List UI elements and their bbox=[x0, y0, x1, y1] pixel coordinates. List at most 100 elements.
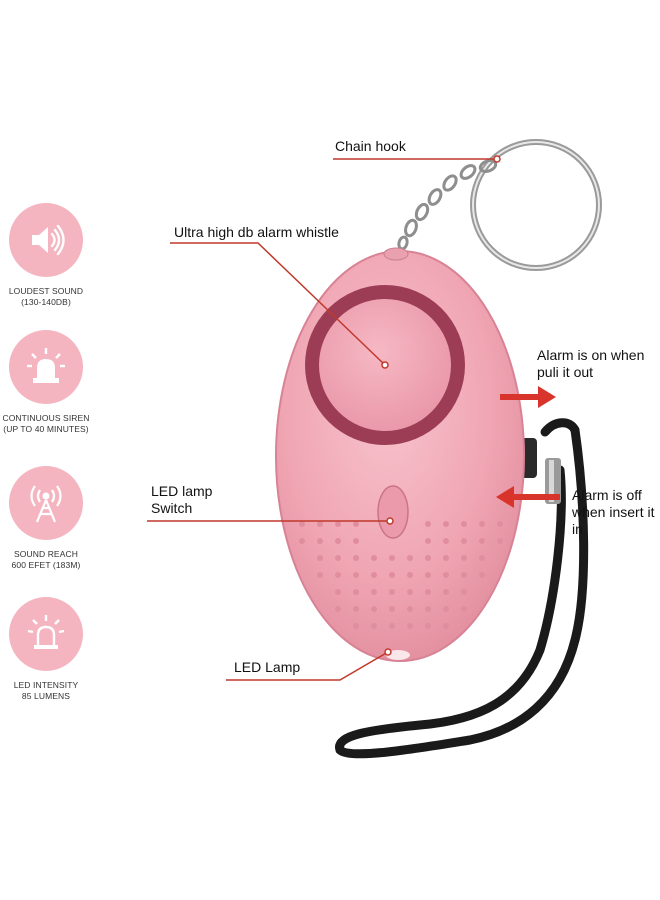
speaker-hole bbox=[407, 572, 413, 578]
speaker-hole bbox=[353, 538, 359, 544]
speaker-hole bbox=[497, 538, 503, 544]
speaker-hole bbox=[479, 538, 485, 544]
feature-loudest-sound: LOUDEST SOUND (130-140DB) bbox=[0, 203, 92, 308]
alarm-device bbox=[275, 247, 525, 662]
speaker-hole bbox=[479, 521, 485, 527]
label-chain-hook: Chain hook bbox=[335, 138, 406, 154]
label-alarm-off: Alarm is off when insert it in bbox=[572, 487, 654, 538]
speaker-hole bbox=[407, 555, 413, 561]
label-line: in bbox=[572, 521, 583, 537]
arrow-insert bbox=[496, 486, 560, 508]
wrist-strap bbox=[335, 418, 589, 759]
label-line: when insert it bbox=[572, 504, 655, 520]
speaker-hole bbox=[407, 606, 413, 612]
label-led-switch: LED lamp Switch bbox=[151, 483, 212, 517]
label-alarm-on: Alarm is on when puli it out bbox=[537, 347, 644, 381]
led-light-icon bbox=[9, 597, 83, 671]
speaker-hole bbox=[425, 521, 431, 527]
speaker-hole bbox=[317, 572, 323, 578]
label-line: Switch bbox=[151, 500, 193, 516]
speaker-hole bbox=[353, 521, 359, 527]
speaker-hole bbox=[443, 606, 449, 612]
speaker-hole bbox=[371, 572, 377, 578]
speaker-hole bbox=[353, 623, 359, 629]
label-line: puli it out bbox=[537, 364, 594, 380]
speaker-hole bbox=[389, 606, 395, 612]
siren-icon bbox=[9, 330, 83, 404]
speaker-hole bbox=[389, 555, 395, 561]
speaker-hole bbox=[299, 538, 305, 544]
label-line: LED lamp bbox=[151, 483, 213, 499]
speaker-hole bbox=[479, 555, 485, 561]
speaker-hole bbox=[461, 572, 467, 578]
speaker-hole bbox=[317, 538, 323, 544]
speaker-hole bbox=[371, 555, 377, 561]
speaker-hole bbox=[371, 589, 377, 595]
feature-detail: 600 EFET (183M) bbox=[11, 560, 81, 570]
speaker-hole bbox=[335, 606, 341, 612]
speaker-hole bbox=[425, 572, 431, 578]
speaker-hole bbox=[461, 538, 467, 544]
feature-detail: (UP TO 40 MINUTES) bbox=[3, 424, 89, 434]
speaker-hole bbox=[443, 572, 449, 578]
arrow-pull-out bbox=[500, 386, 556, 408]
speaker-holes bbox=[299, 521, 503, 629]
feature-title: LED INTENSITY bbox=[13, 680, 79, 690]
feature-detail: (130-140DB) bbox=[21, 297, 71, 307]
strap-clasp bbox=[545, 458, 561, 504]
speaker-hole bbox=[497, 521, 503, 527]
speaker-hole bbox=[425, 606, 431, 612]
feature-led-intensity: LED INTENSITY 85 LUMENS bbox=[0, 597, 92, 702]
feature-title: CONTINUOUS SIREN bbox=[2, 413, 90, 423]
label-line: Alarm is on when bbox=[537, 347, 645, 363]
speaker-hole bbox=[425, 555, 431, 561]
speaker-hole bbox=[443, 589, 449, 595]
label-alarm-whistle: Ultra high db alarm whistle bbox=[174, 224, 339, 240]
speaker-hole bbox=[407, 589, 413, 595]
feature-title: SOUND REACH bbox=[14, 549, 78, 559]
chain bbox=[397, 159, 498, 251]
speaker-hole bbox=[389, 623, 395, 629]
speaker-hole bbox=[389, 589, 395, 595]
callout-lines bbox=[147, 158, 497, 681]
speaker-hole bbox=[353, 606, 359, 612]
speaker-hole bbox=[443, 538, 449, 544]
label-led-lamp: LED Lamp bbox=[234, 659, 301, 675]
speaker-hole bbox=[443, 555, 449, 561]
speaker-icon bbox=[9, 203, 83, 277]
speaker-hole bbox=[425, 589, 431, 595]
feature-continuous-siren: CONTINUOUS SIREN (UP TO 40 MINUTES) bbox=[0, 330, 92, 435]
feature-sound-reach: SOUND REACH 600 EFET (183M) bbox=[0, 466, 92, 571]
antenna-icon bbox=[9, 466, 83, 540]
speaker-hole bbox=[461, 555, 467, 561]
speaker-hole bbox=[425, 623, 431, 629]
speaker-hole bbox=[299, 521, 305, 527]
speaker-hole bbox=[317, 521, 323, 527]
speaker-hole bbox=[335, 572, 341, 578]
speaker-hole bbox=[479, 572, 485, 578]
speaker-hole bbox=[335, 521, 341, 527]
speaker-hole bbox=[371, 606, 377, 612]
feature-title: LOUDEST SOUND bbox=[8, 286, 84, 296]
speaker-hole bbox=[353, 589, 359, 595]
speaker-hole bbox=[443, 623, 449, 629]
speaker-hole bbox=[335, 589, 341, 595]
speaker-hole bbox=[353, 572, 359, 578]
label-line: Alarm is off bbox=[572, 487, 642, 503]
speaker-hole bbox=[371, 623, 377, 629]
speaker-hole bbox=[389, 572, 395, 578]
speaker-hole bbox=[317, 555, 323, 561]
speaker-hole bbox=[335, 555, 341, 561]
speaker-hole bbox=[353, 555, 359, 561]
callout-points bbox=[381, 155, 501, 656]
speaker-hole bbox=[443, 521, 449, 527]
speaker-hole bbox=[461, 606, 467, 612]
speaker-hole bbox=[461, 521, 467, 527]
speaker-hole bbox=[335, 538, 341, 544]
feature-detail: 85 LUMENS bbox=[21, 691, 71, 701]
speaker-hole bbox=[407, 623, 413, 629]
key-ring bbox=[470, 139, 602, 271]
speaker-hole bbox=[461, 589, 467, 595]
